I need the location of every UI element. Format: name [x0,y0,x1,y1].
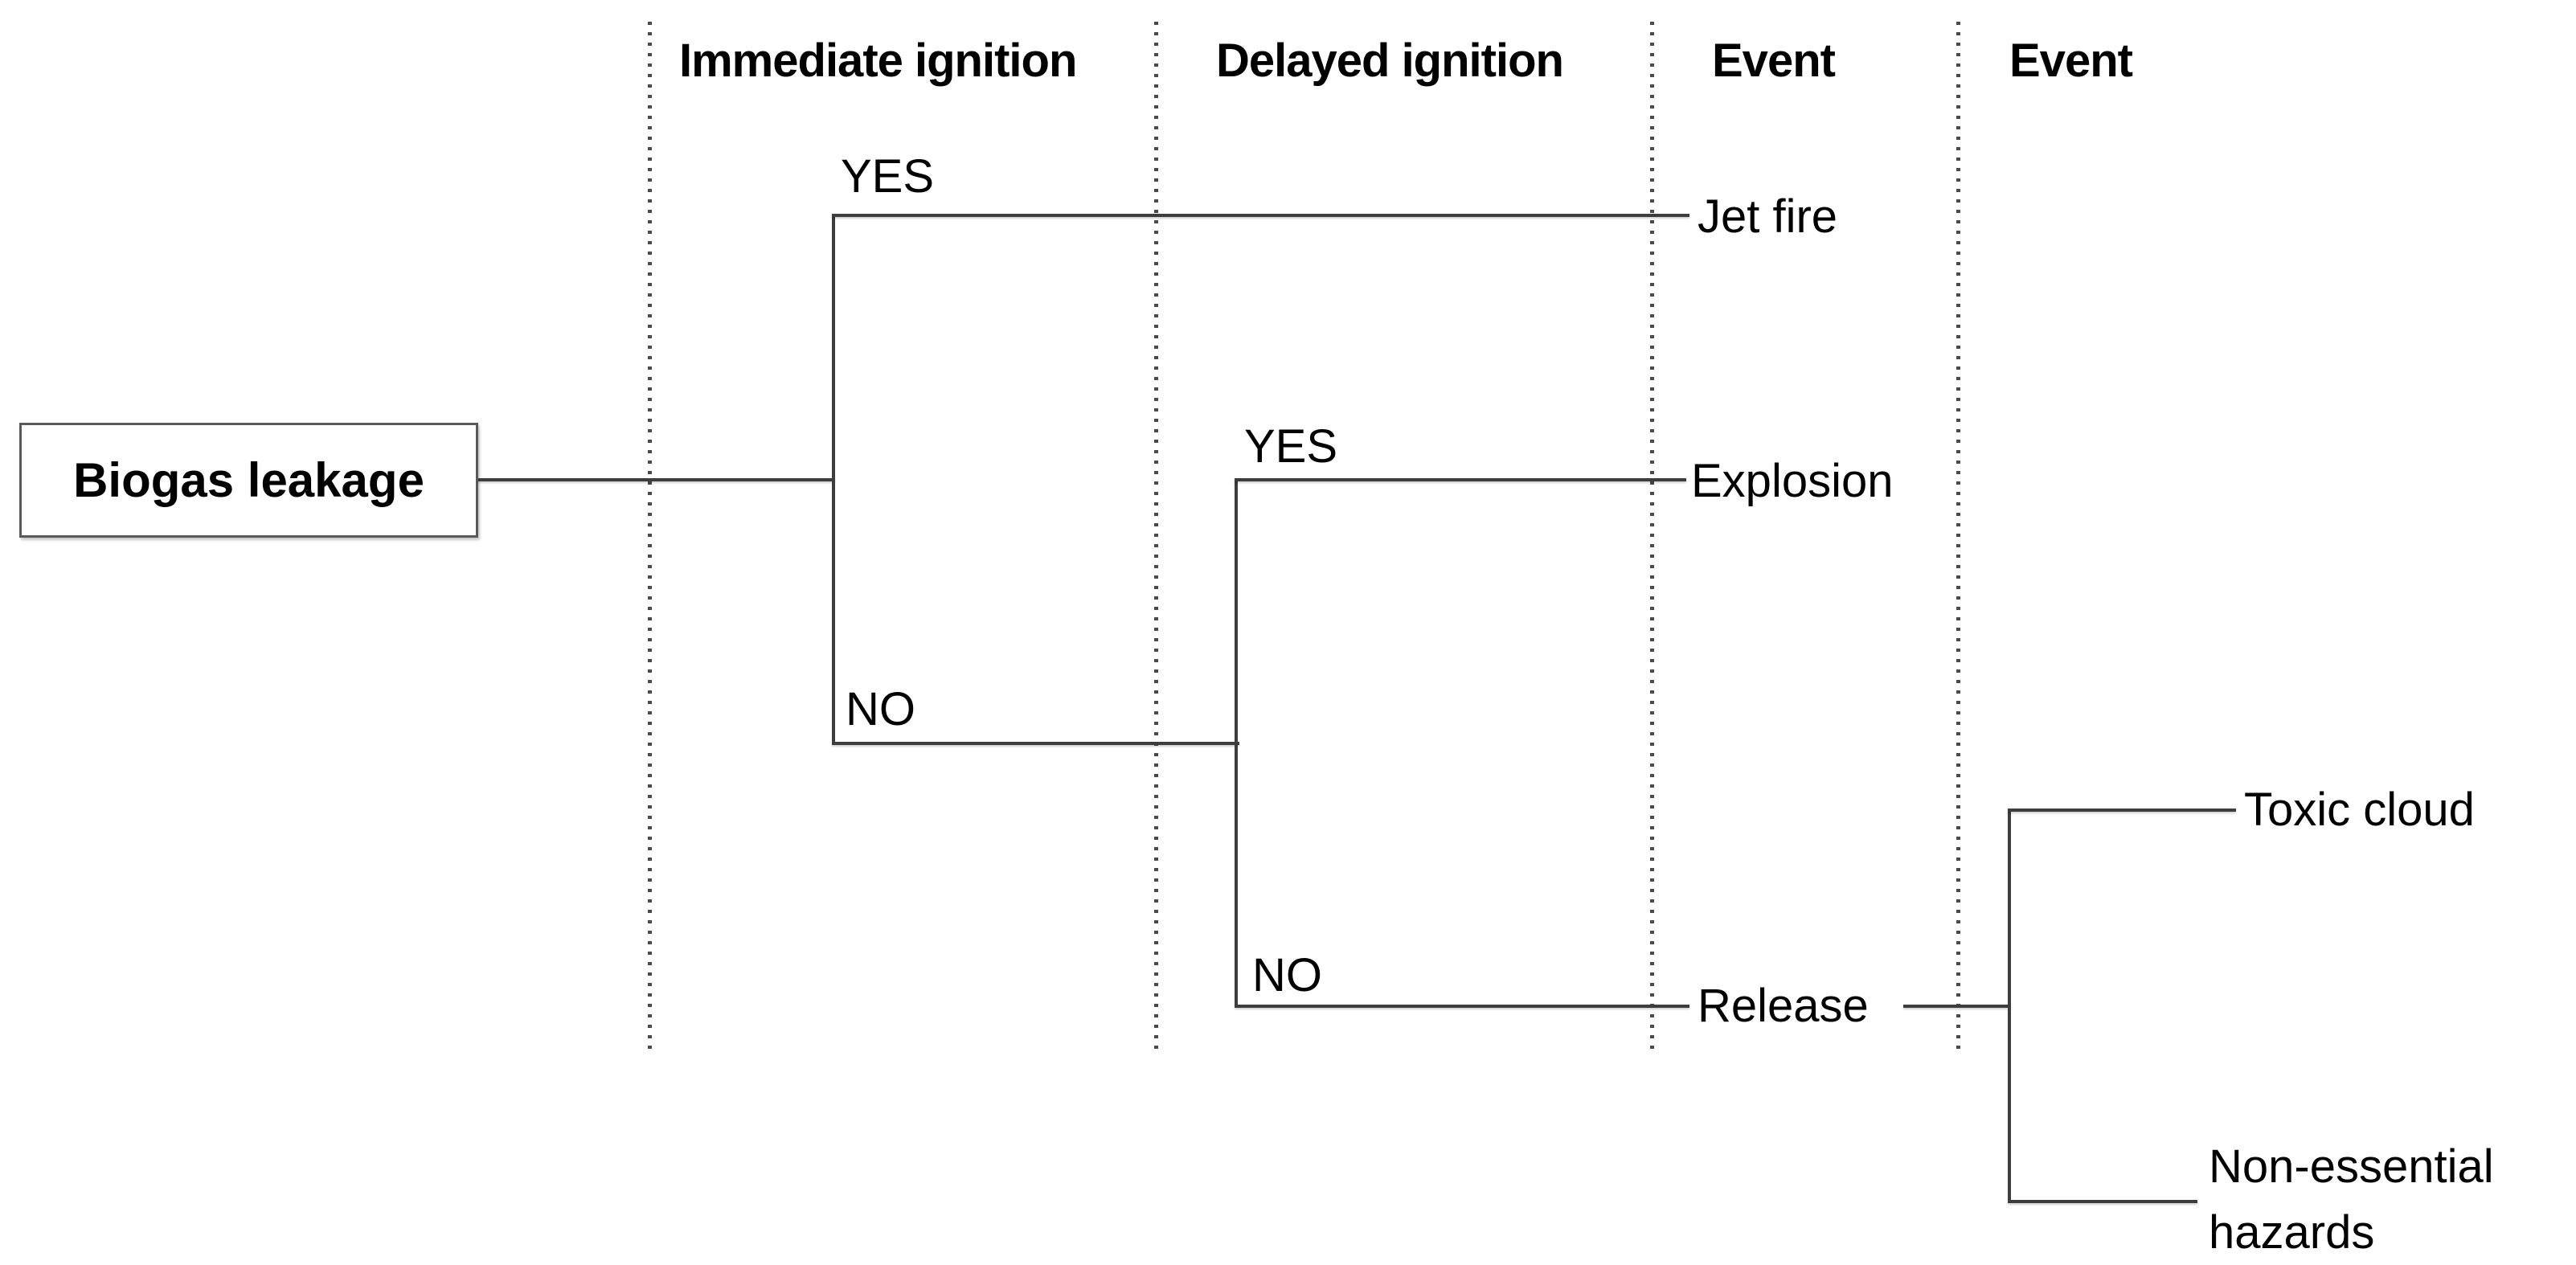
line-immediate-no-branch [832,742,1239,745]
column-separator-3 [1650,22,1654,1053]
outcome-toxic-cloud: Toxic cloud [2244,784,2475,836]
delayed-yes-label: YES [1244,420,1338,473]
column-separator-2 [1154,22,1158,1053]
line-node1-vertical [832,214,835,745]
line-node2-vertical [1235,478,1238,1008]
line-root-to-node1 [478,478,835,481]
column-header-event-1: Event [1712,35,1836,87]
initiating-event-box: Biogas leakage [19,423,478,538]
immediate-no-label: NO [846,683,915,735]
line-immediate-yes-branch [832,214,1689,217]
outcome-jet-fire: Jet fire [1698,190,1838,243]
initiating-event-label: Biogas leakage [73,453,424,507]
outcome-explosion: Explosion [1691,455,1894,507]
delayed-no-label: NO [1252,949,1322,1001]
immediate-yes-label: YES [841,150,935,203]
line-delayed-no-branch [1235,1005,1689,1008]
outcome-release: Release [1698,980,1869,1032]
outcome-non-essential-hazards: Non-essential hazards [2209,1140,2494,1259]
column-separator-4 [1956,22,1960,1053]
line-node3-vertical [2008,809,2011,1203]
line-non-essential-branch [2008,1200,2197,1203]
line-release-to-node3 [1903,1005,2011,1008]
column-header-delayed-ignition: Delayed ignition [1216,35,1564,87]
line-delayed-yes-branch [1235,478,1686,481]
column-header-immediate-ignition: Immediate ignition [679,35,1077,87]
column-separator-1 [648,22,652,1053]
line-toxic-cloud-branch [2008,809,2236,812]
column-header-event-2: Event [2009,35,2133,87]
